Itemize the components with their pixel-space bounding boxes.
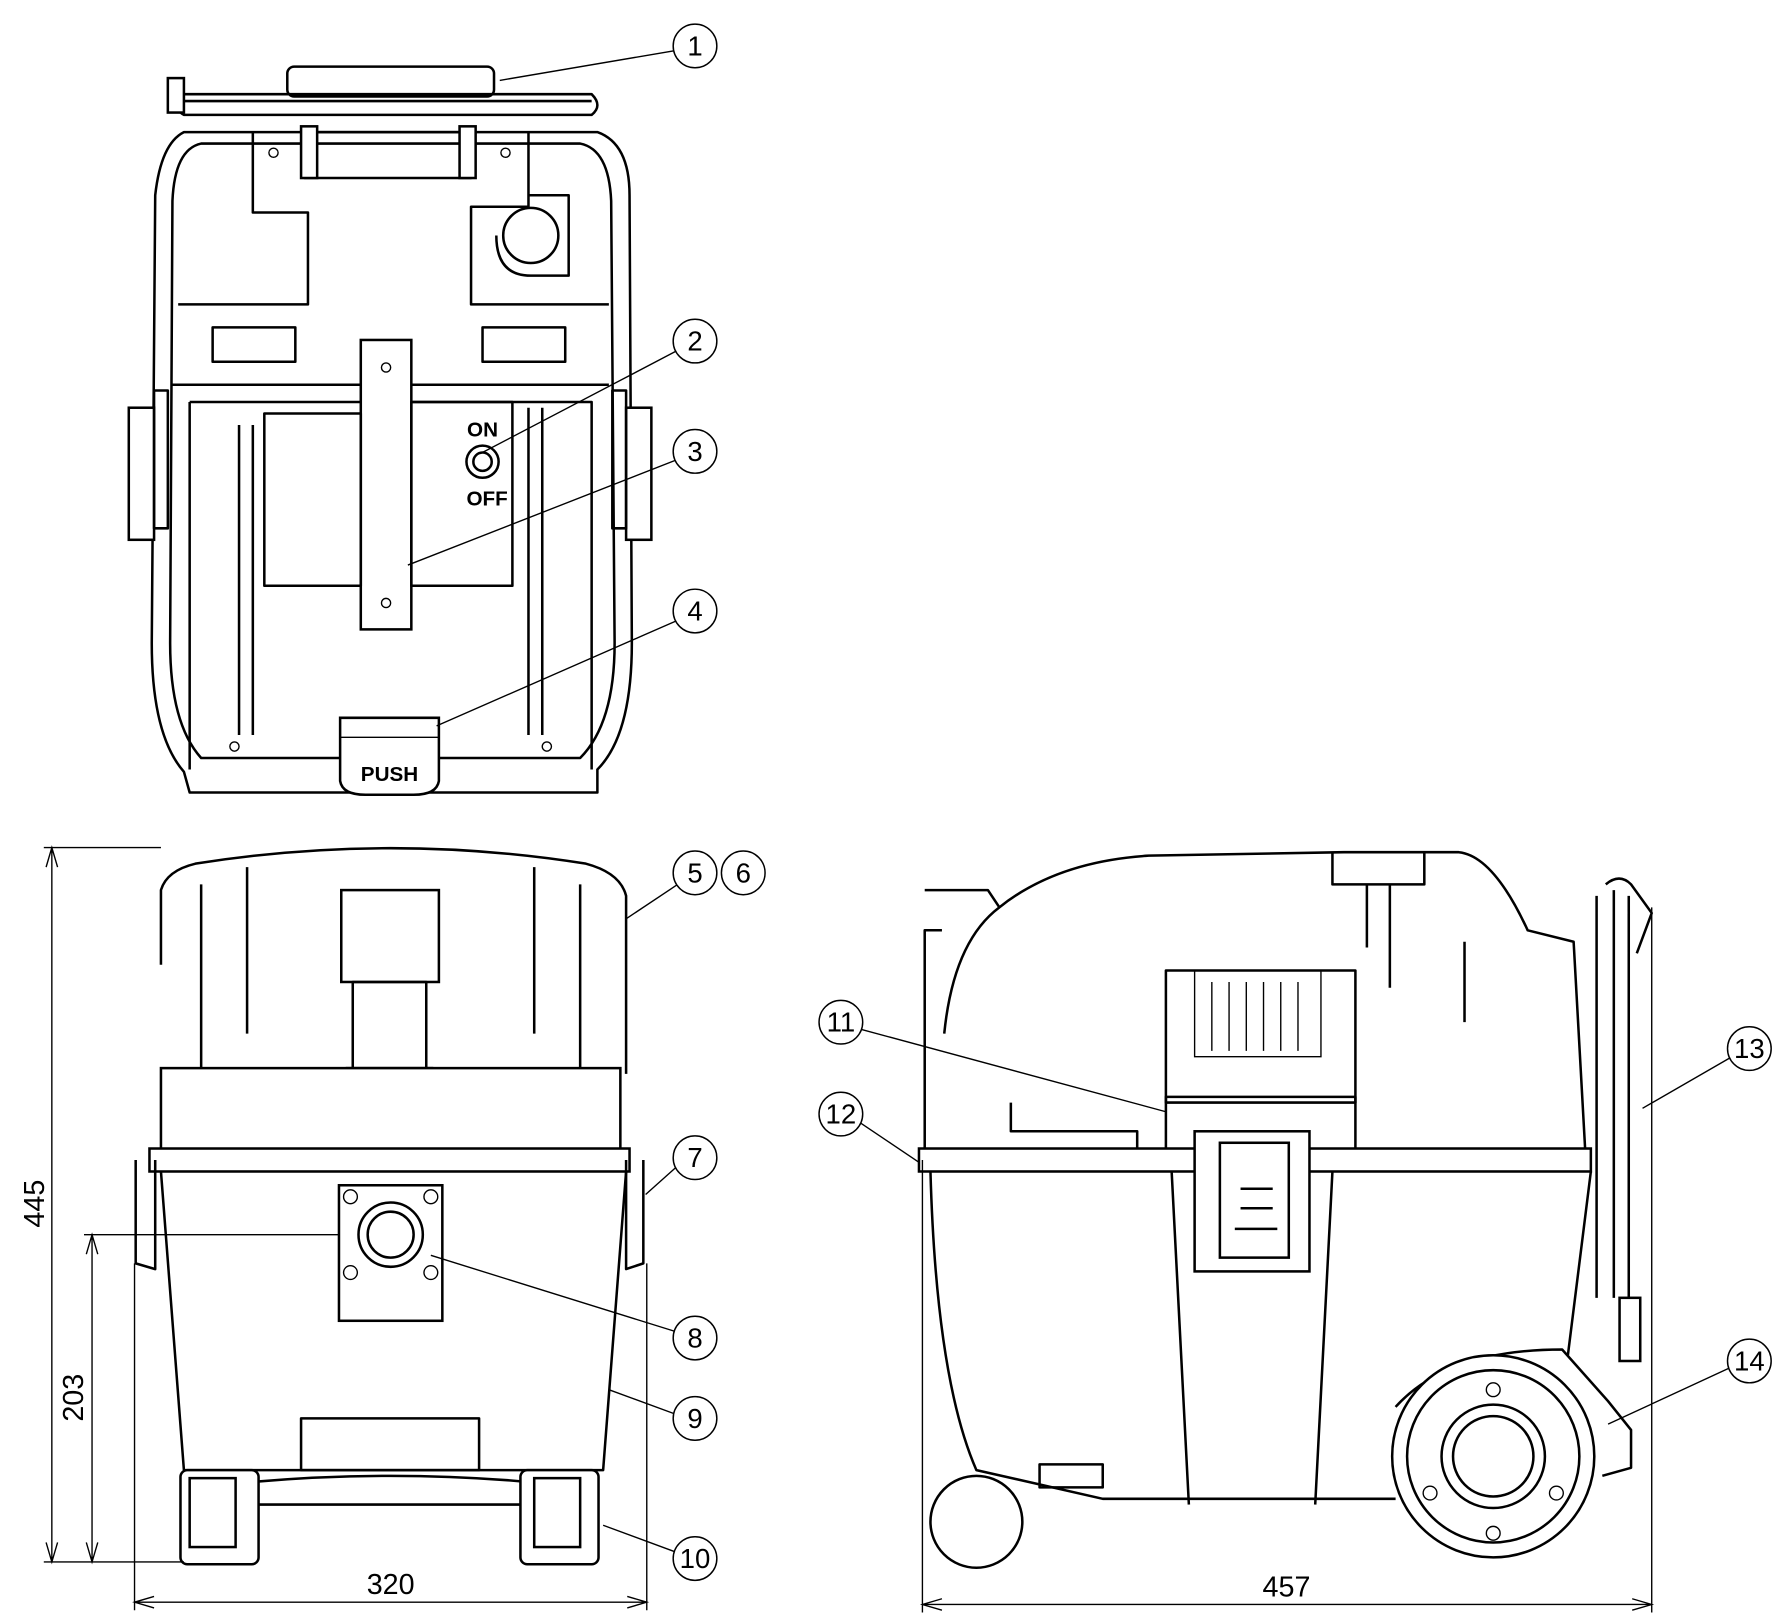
dimension-457-label: 457 (1263, 1571, 1311, 1603)
off-label: OFF (466, 487, 507, 510)
dimension-457: 457 (919, 907, 1655, 1613)
dimension-445: 445 (19, 845, 184, 1565)
callout-1: 1 (672, 23, 718, 69)
callout-number: 9 (687, 1403, 702, 1434)
callout-6: 6 (720, 850, 766, 896)
callout-number: 8 (687, 1323, 702, 1354)
callout-number: 4 (687, 596, 702, 627)
callout-number: 5 (687, 857, 702, 888)
callout-10: 10 (672, 1535, 718, 1582)
callout-number: 11 (827, 1007, 856, 1038)
callout-11: 11 (818, 999, 864, 1045)
callout-8: 8 (672, 1315, 718, 1361)
callout-12: 12 (818, 1091, 864, 1137)
dimension-203-label: 203 (58, 1374, 90, 1422)
callout-number: 6 (736, 857, 751, 888)
dimension-445-label: 445 (19, 1180, 51, 1228)
on-label: ON (467, 418, 498, 441)
side-view (917, 850, 1653, 1569)
callout-4: 4 (672, 588, 718, 634)
callout-number: 2 (687, 326, 702, 357)
callout-number: 3 (687, 436, 702, 467)
callout-14: 14 (1726, 1338, 1772, 1384)
callout-3: 3 (672, 428, 718, 474)
callout-number: 7 (687, 1142, 702, 1173)
callout-13: 13 (1726, 1026, 1772, 1072)
front-view (134, 846, 645, 1566)
callout-2: 2 (672, 318, 718, 364)
top-view: ON OFF PUSH (127, 65, 653, 797)
callout-9: 9 (672, 1395, 718, 1441)
dimension-320: 320 (132, 1263, 650, 1611)
callout-number: 10 (680, 1543, 711, 1574)
callout-number: 1 (687, 30, 702, 61)
dimension-203: 203 (58, 1232, 339, 1565)
callout-5: 5 (672, 850, 718, 896)
callout-number: 14 (1734, 1345, 1765, 1376)
dimension-320-label: 320 (367, 1569, 415, 1601)
leader-lines (407, 49, 1733, 1554)
callout-number: 12 (826, 1099, 857, 1130)
callout-number: 13 (1734, 1033, 1765, 1064)
callout-7: 7 (672, 1135, 718, 1181)
push-label: PUSH (361, 763, 418, 786)
